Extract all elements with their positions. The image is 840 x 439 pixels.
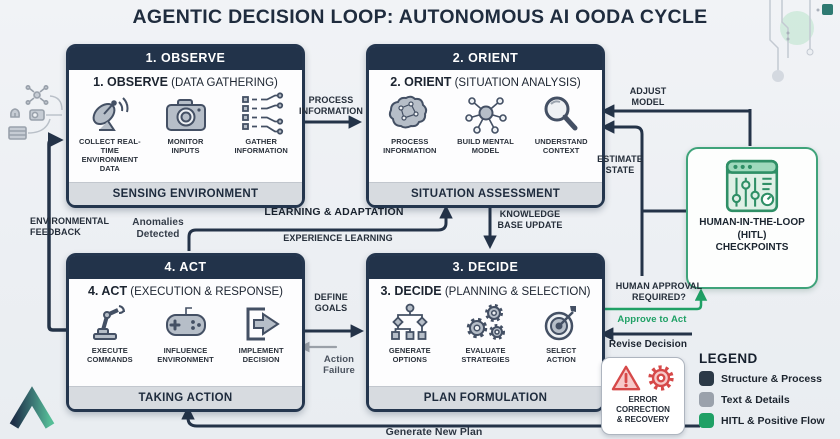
label-define-goals: DEFINE GOALS <box>314 292 348 313</box>
legend-swatch <box>699 371 714 386</box>
satellite-dish-icon <box>86 92 134 136</box>
orient-item-label: UNDERSTAND CONTEXT <box>534 137 588 155</box>
legend-swatch <box>699 413 714 428</box>
gears-icon <box>462 301 510 345</box>
magnifier-icon <box>537 92 585 136</box>
observe-item-label: MONITOR INPUTS <box>167 137 204 155</box>
act-title: 4. ACT (EXECUTION & RESPONSE) <box>87 284 284 298</box>
error-correction-label: ERROR CORRECTION & RECOVERY <box>616 395 670 424</box>
door-arrow-icon <box>237 301 285 345</box>
arrow-generate-new-plan <box>181 405 700 428</box>
circuit-list-icon <box>237 92 285 136</box>
legend-title: LEGEND <box>699 351 758 366</box>
label-learning-adaptation: LEARNING & ADAPTATION <box>264 206 404 218</box>
circuit-decoration <box>769 0 820 82</box>
environment-input-icons <box>8 84 63 140</box>
observe-box: 1. OBSERVE 1. OBSERVE (DATA GATHERING) C… <box>66 44 305 208</box>
decide-title: 3. DECIDE (PLANNING & SELECTION) <box>380 284 591 298</box>
decide-header: 3. DECIDE <box>369 256 602 279</box>
label-revise-decision: Revise Decision <box>608 339 688 350</box>
legend-item-structure: Structure & Process <box>699 371 825 386</box>
act-item-label: EXECUTE COMMANDS <box>86 346 133 364</box>
network-icon <box>462 92 510 136</box>
act-item-label: INFLUENCE ENVIRONMENT <box>157 346 214 364</box>
decide-item-label: SELECT ACTION <box>546 346 577 364</box>
act-header: 4. ACT <box>69 256 302 279</box>
legend-item-text: Text & Details <box>699 392 825 407</box>
act-footer: TAKING ACTION <box>69 386 302 409</box>
legend-swatch <box>699 392 714 407</box>
label-approve-to-act: Approve to Act <box>617 314 687 325</box>
observe-header: 1. OBSERVE <box>69 47 302 70</box>
label-process-information: PROCESS INFORMATION <box>299 95 363 116</box>
act-box: 4. ACT 4. ACT (EXECUTION & RESPONSE) EXE… <box>66 253 305 412</box>
label-environmental-feedback: ENVIRONMENTAL FEEDBACK <box>30 216 110 237</box>
label-action-failure: Action Failure <box>323 354 355 377</box>
observe-title: 1. OBSERVE (DATA GATHERING) <box>93 75 278 89</box>
orient-item-label: PROCESS INFORMATION <box>383 137 437 155</box>
act-item-label: IMPLEMENT DECISION <box>238 346 284 364</box>
arrow-approve-to-act <box>599 288 708 311</box>
decide-footer: PLAN FORMULATION <box>369 386 602 409</box>
target-icon <box>537 301 585 345</box>
observe-item-label: COLLECT REAL-TIME ENVIRONMENT DATA <box>78 137 141 173</box>
logo <box>9 386 55 429</box>
observe-footer: SENSING ENVIRONMENT <box>69 182 302 205</box>
observe-item-label: GATHER INFORMATION <box>234 137 288 155</box>
page-title: AGENTIC DECISION LOOP: AUTONOMOUS AI OOD… <box>132 6 708 28</box>
label-experience-learning: EXPERIENCE LEARNING <box>283 233 393 243</box>
arrow-learning-adaptation <box>187 204 453 251</box>
error-correction-box: ERROR CORRECTION & RECOVERY <box>601 357 685 435</box>
corner-square-decoration <box>822 4 833 15</box>
camera-icon <box>162 92 210 136</box>
label-anomalies-detected: Anomalies Detected <box>132 217 184 240</box>
orient-footer: SITUATION ASSESSMENT <box>369 182 602 205</box>
legend-item-hitl: HITL & Positive Flow <box>699 413 825 428</box>
label-adjust-model: ADJUST MODEL <box>629 86 667 107</box>
flowchart-tree-icon <box>386 301 434 345</box>
orient-title: 2. ORIENT (SITUATION ANALYSIS) <box>390 75 581 89</box>
gear-icon <box>646 363 676 393</box>
decide-item-label: EVALUATE STRATEGIES <box>461 346 510 364</box>
label-human-approval: HUMAN APPROVAL REQUIRED? <box>615 281 703 302</box>
mixer-panel-icon <box>721 157 783 215</box>
game-controller-icon <box>162 301 210 345</box>
orient-header: 2. ORIENT <box>369 47 602 70</box>
decide-item-label: GENERATE OPTIONS <box>388 346 431 364</box>
arrow-environmental-feedback <box>47 132 70 332</box>
decide-box: 3. DECIDE 3. DECIDE (PLANNING & SELECTIO… <box>366 253 605 412</box>
robot-arm-icon <box>86 301 134 345</box>
label-estimate-state: ESTIMATE STATE <box>597 154 643 175</box>
arrow-estimate-state <box>600 120 644 276</box>
hitl-label: HUMAN-IN-THE-LOOP (HITL) CHECKPOINTS <box>699 217 805 253</box>
legend: LEGEND Structure & Process Text & Detail… <box>699 351 825 434</box>
label-generate-new-plan: Generate New Plan <box>385 426 483 438</box>
orient-item-label: BUILD MENTAL MODEL <box>457 137 514 155</box>
warning-triangle-icon <box>611 364 641 392</box>
brain-icon <box>386 92 434 136</box>
orient-box: 2. ORIENT 2. ORIENT (SITUATION ANALYSIS)… <box>366 44 605 208</box>
hitl-box: HUMAN-IN-THE-LOOP (HITL) CHECKPOINTS <box>686 147 818 289</box>
label-knowledge-base-update: KNOWLEDGE BASE UPDATE <box>497 209 563 230</box>
